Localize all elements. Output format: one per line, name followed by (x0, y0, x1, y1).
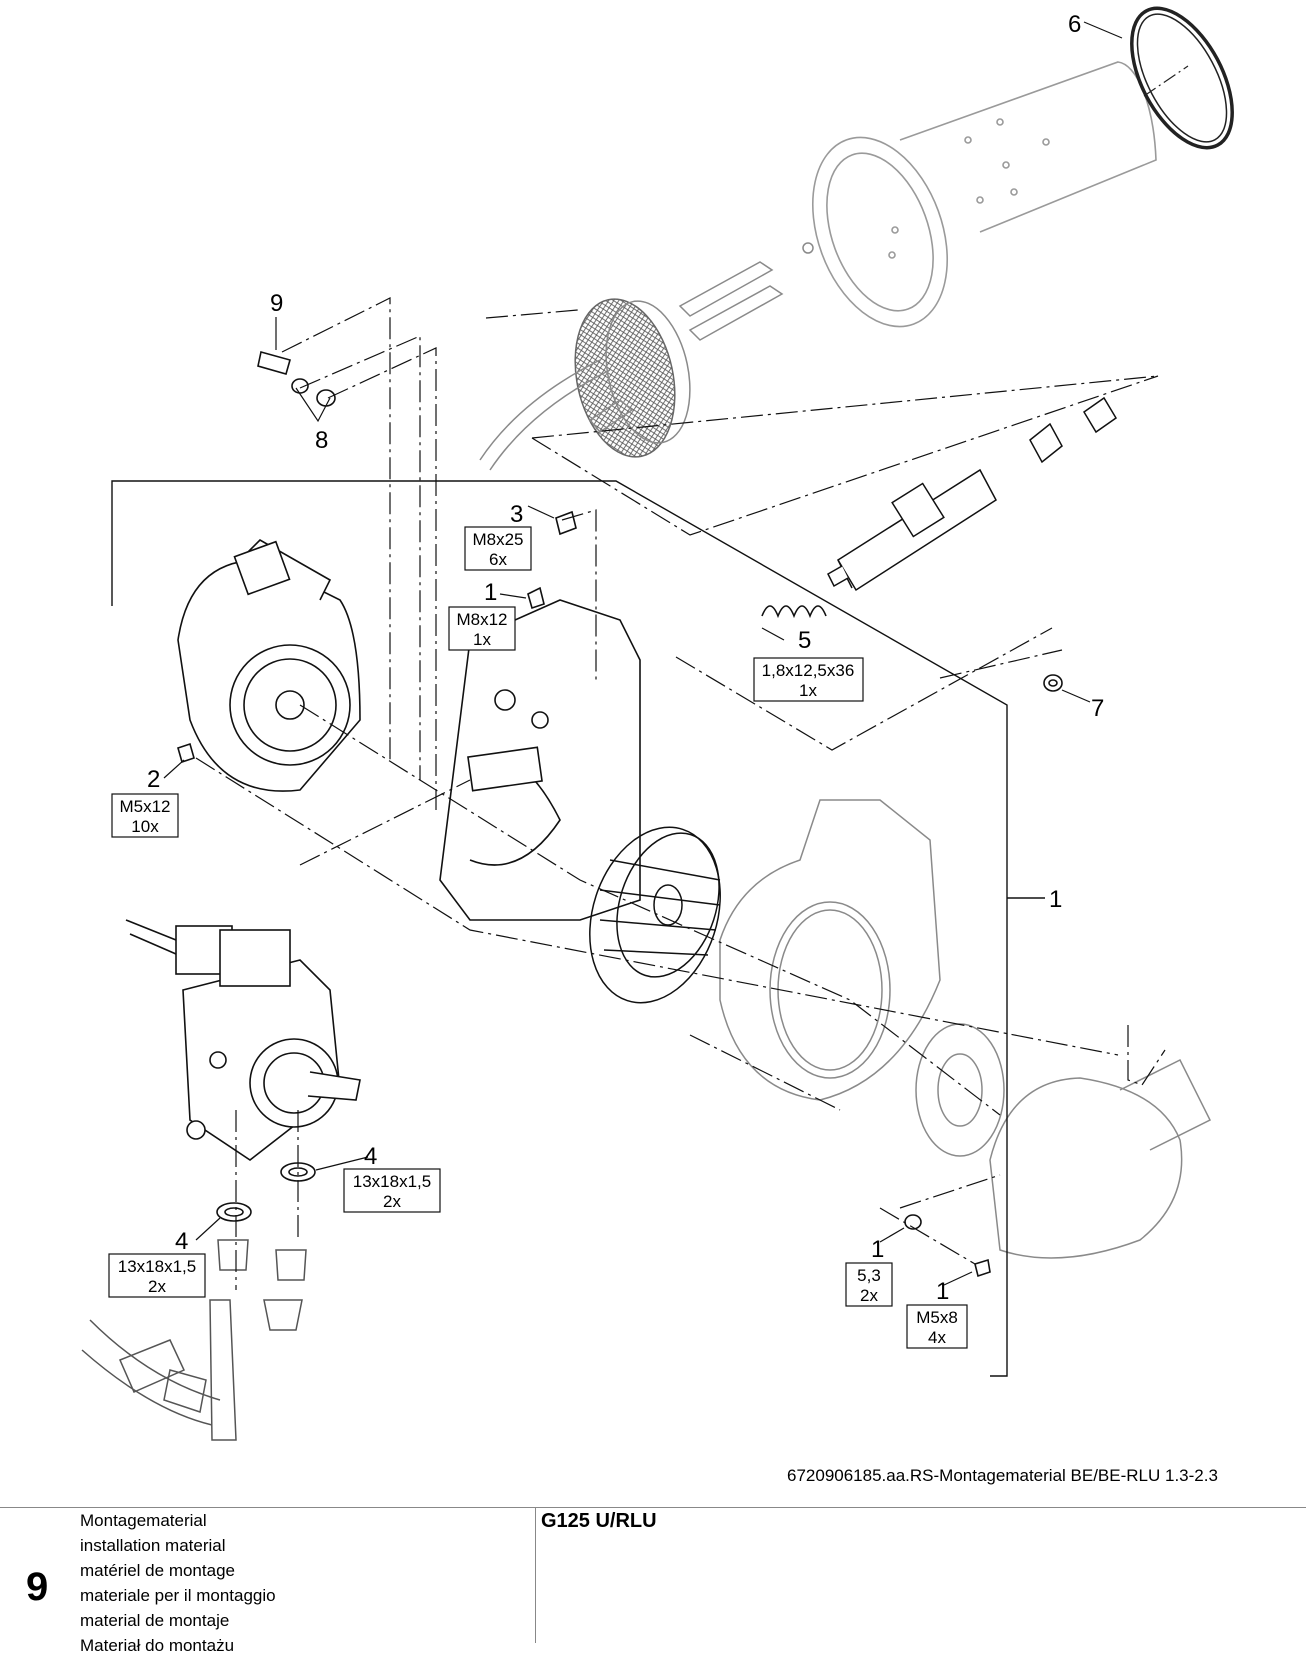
callout-1-screw: 1 (936, 1278, 949, 1305)
section-title-de: Montagematerial (80, 1511, 207, 1530)
svg-text:5,3: 5,3 (857, 1266, 881, 1285)
spec-box-m5x12: M5x12 10x (111, 793, 179, 838)
svg-text:2x: 2x (860, 1286, 878, 1305)
svg-text:M8x25: M8x25 (472, 530, 523, 549)
spec-box-seal-right: 13x18x1,5 2x (343, 1168, 441, 1213)
spec-box-washer: 5,3 2x (845, 1262, 893, 1307)
callout-7: 7 (1091, 695, 1104, 722)
svg-text:M5x8: M5x8 (916, 1308, 958, 1327)
callout-5: 5 (798, 627, 811, 654)
spec-box-seal-left: 13x18x1,5 2x (108, 1253, 206, 1298)
svg-text:4x: 4x (928, 1328, 946, 1347)
callout-1-washer: 1 (871, 1236, 884, 1263)
callout-3: 3 (510, 501, 523, 528)
svg-text:1x: 1x (473, 630, 491, 649)
section-title-pl: Materiał do montażu (80, 1636, 235, 1655)
callout-9: 9 (270, 290, 283, 317)
burner-tube (811, 61, 1157, 328)
footer-divider (535, 1507, 536, 1643)
callout-2: 2 (147, 766, 160, 793)
section-title-es: material de montaje (80, 1611, 230, 1630)
spec-boxes: M8x25 6x M8x12 1x 1,8x12,5x36 1x M5x12 1… (108, 526, 968, 1349)
assembly-bracket (111, 480, 1045, 1377)
mixing-head (479, 242, 814, 471)
callout-1-right: 1 (1049, 886, 1062, 913)
sealing-ring (1130, 6, 1234, 150)
svg-text:1,8x12,5x36: 1,8x12,5x36 (762, 661, 855, 680)
oil-hoses (81, 1239, 307, 1441)
oil-pump (125, 919, 361, 1161)
section-titles: Montagematerial installation material ma… (80, 1508, 276, 1658)
svg-text:13x18x1,5: 13x18x1,5 (118, 1257, 196, 1276)
callout-8: 8 (315, 427, 328, 454)
svg-text:2x: 2x (383, 1192, 401, 1211)
svg-text:1x: 1x (799, 681, 817, 700)
model-name: G125 U/RLU (541, 1510, 657, 1532)
centre-lines (195, 297, 1166, 1290)
footer-table (0, 1507, 1306, 1644)
callout-1-top: 1 (484, 579, 497, 606)
nozzle-assembly (827, 396, 1118, 592)
air-housing (719, 799, 941, 1101)
exploded-parts-drawing: 6 9 8 3 1 5 7 2 1 4 4 1 1 M8x25 6x M8x12… (81, 6, 1234, 1441)
spec-box-m5x8: M5x8 4x (906, 1304, 968, 1349)
svg-text:13x18x1,5: 13x18x1,5 (353, 1172, 431, 1191)
spec-box-m8x12: M8x12 1x (448, 606, 516, 651)
svg-text:10x: 10x (131, 817, 159, 836)
air-intake (915, 1023, 1212, 1259)
svg-text:M8x12: M8x12 (456, 610, 507, 629)
section-title-it: materiale per il montaggio (80, 1586, 276, 1605)
section-title-en: installation material (80, 1536, 226, 1555)
motor (177, 539, 361, 792)
callout-labels: 6 9 8 3 1 5 7 2 1 4 4 1 1 (147, 11, 1104, 1305)
leader-lines (163, 21, 1123, 1286)
burner-housing (439, 599, 641, 921)
svg-text:2x: 2x (148, 1277, 166, 1296)
callout-4-left: 4 (175, 1228, 188, 1255)
section-number: 9 (26, 1565, 49, 1609)
section-title-fr: matériel de montage (80, 1561, 235, 1580)
small-parts (177, 351, 1063, 1278)
svg-text:M5x12: M5x12 (119, 797, 170, 816)
spec-box-spring: 1,8x12,5x36 1x (753, 657, 864, 702)
callout-4-right: 4 (364, 1143, 377, 1170)
fan-wheel (589, 826, 721, 1004)
drawing-reference-number: 6720906185.aa.RS-Montagematerial BE/BE-R… (787, 1466, 1218, 1485)
svg-text:6x: 6x (489, 550, 507, 569)
spec-box-m8x25: M8x25 6x (464, 526, 532, 571)
callout-6: 6 (1068, 11, 1081, 38)
